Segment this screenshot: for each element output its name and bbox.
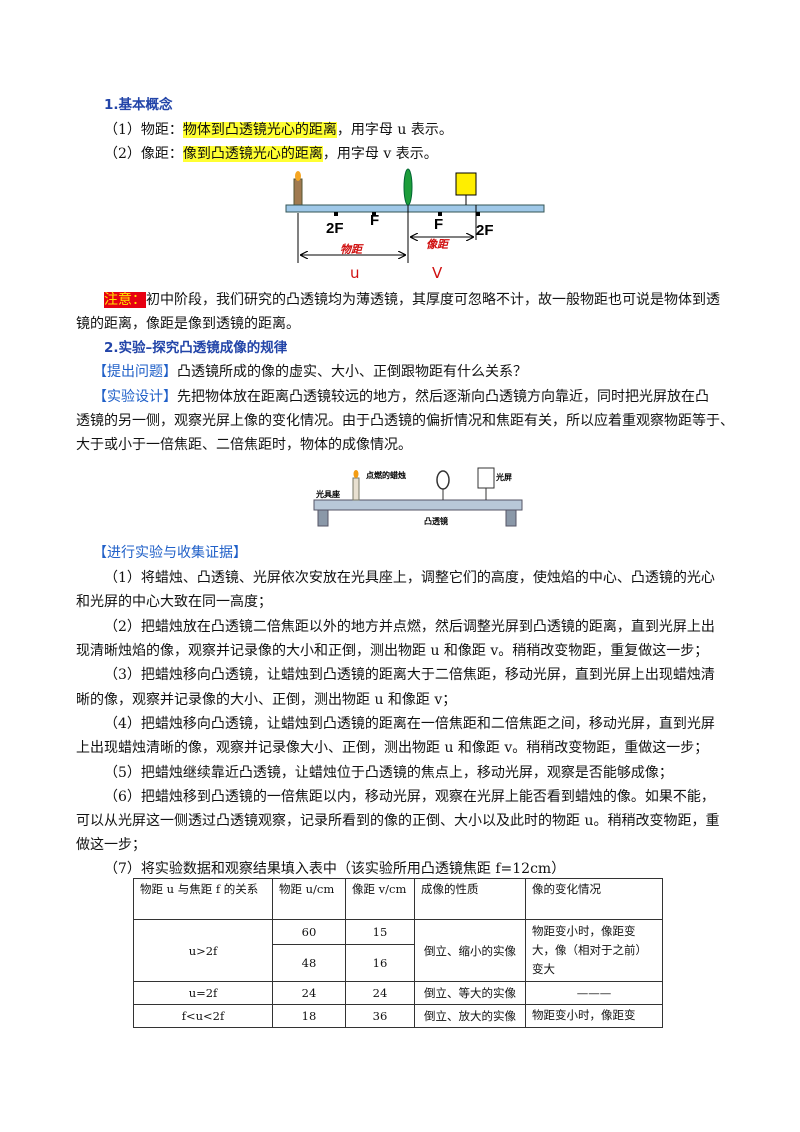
results-table: 物距 u 与焦距 f 的关系 物距 u/cm 像距 v/cm 成像的性质 像的变… <box>133 878 663 1028</box>
focal-mark <box>476 212 480 216</box>
table-cell: 物距变小时，像距变 <box>525 1004 663 1028</box>
label-f-right: F <box>434 216 443 233</box>
step-6c: 做这一步； <box>76 837 146 853</box>
note-line-2: 镜的距离，像距是像到透镜的距离。 <box>76 316 300 332</box>
u-label: u <box>350 264 360 280</box>
table-cell: u>2f <box>133 919 273 982</box>
table-cell: 36 <box>345 1004 415 1028</box>
image-distance-def: （2）像距：像到凸透镜光心的距离，用字母 v 表示。 <box>104 144 438 164</box>
table-cell: 24 <box>345 981 415 1005</box>
highlight-text: 物体到凸透镜光心的距离 <box>182 122 337 138</box>
note-tag: 注意： <box>104 292 146 308</box>
step-2b: 现清晰烛焰的像，观察并记录像的大小和正倒，测出物距 u 和像距 v。稍稍改变物距… <box>76 643 709 659</box>
table-cell: 15 <box>345 919 415 945</box>
note-line-1: 注意：初中阶段，我们研究的凸透镜均为薄透镜，其厚度可忽略不计，故一般物距也可说是… <box>104 290 720 310</box>
question-line: 【提出问题】凸透镜所成的像的虚实、大小、正倒跟物距有什么关系？ <box>93 362 527 382</box>
question-tag: 【提出问题】 <box>93 364 177 380</box>
design-tag: 【实验设计】 <box>93 389 177 405</box>
object-distance-label: 物距 <box>340 243 364 256</box>
focal-mark <box>372 212 376 216</box>
header-cell: 物距 u 与焦距 f 的关系 <box>133 878 273 920</box>
table-row: u>2f 60 15 倒立、缩小的实像 物距变小时，像距变大，像（相对于之前）变… <box>133 919 663 982</box>
v-label: V <box>432 264 443 280</box>
table-cell: f<u<2f <box>133 1004 273 1028</box>
design-text: 先把物体放在距离凸透镜较远的地方，然后逐渐向凸透镜方向靠近，同时把光屏放在凸 <box>177 389 709 405</box>
screen-icon <box>455 172 477 196</box>
header-cell: 成像的性质 <box>414 878 526 920</box>
def-suffix: ，用字母 v 表示。 <box>322 146 438 162</box>
header-cell: 像距 v/cm <box>345 878 415 920</box>
table-cell: 倒立、等大的实像 <box>414 981 526 1005</box>
table-cell: 16 <box>345 943 415 983</box>
table-cell: 倒立、放大的实像 <box>414 1004 526 1028</box>
question-text: 凸透镜所成的像的虚实、大小、正倒跟物距有什么关系？ <box>177 364 527 380</box>
step-5: （5）把蜡烛继续靠近凸透镜，让蜡烛位于凸透镜的焦点上，移动光屏，观察是否能够成像… <box>104 765 673 781</box>
bench-rail <box>313 499 523 511</box>
focal-mark <box>334 212 338 216</box>
step-3b: 晰的像，观察并记录像的大小、正倒，测出物距 u 和像距 v； <box>76 692 457 708</box>
def-prefix: （2）像距： <box>104 146 183 162</box>
highlight-text: 像到凸透镜光心的距离 <box>182 146 323 162</box>
table-cell: 24 <box>272 981 346 1005</box>
table-header-row: 物距 u 与焦距 f 的关系 物距 u/cm 像距 v/cm 成像的性质 像的变… <box>133 878 663 920</box>
screen-icon <box>477 467 495 500</box>
design-line-2: 透镜的另一侧，观察光屏上像的变化情况。由于凸透镜的偏折情况和焦距有关，所以应着重… <box>76 413 734 429</box>
step-4b: 上出现蜡烛清晰的像，观察并记录像大小、正倒，测出物距 u 和像距 v。稍稍改变物… <box>76 740 709 756</box>
lens-icon <box>436 470 450 500</box>
table-cell: 物距变小时，像距变大，像（相对于之前）变大 <box>525 919 663 982</box>
label-f-left: F <box>370 212 379 229</box>
note-text: 初中阶段，我们研究的凸透镜均为薄透镜，其厚度可忽略不计，故一般物距也可说是物体到… <box>146 292 720 308</box>
table-cell: 18 <box>272 1004 346 1028</box>
candle-label: 点燃的蜡烛 <box>366 470 406 480</box>
table-cell: 60 <box>272 919 346 945</box>
table-cell: u=2f <box>133 981 273 1005</box>
table-row: u=2f 24 24 倒立、等大的实像 ——— <box>133 981 663 1005</box>
section-heading-basic: 1.基本概念 <box>104 97 173 113</box>
step-6a: （6）把蜡烛移到凸透镜的一倍焦距以内，移动光屏，观察在光屏上能否看到蜡烛的像。如… <box>104 789 715 805</box>
apparatus-diagram: 点燃的蜡烛 光屏 光具座 凸透镜 <box>313 467 523 527</box>
design-line-1: 【实验设计】先把物体放在距离凸透镜较远的地方，然后逐渐向凸透镜方向靠近，同时把光… <box>93 387 709 407</box>
lens-icon <box>403 168 413 206</box>
candle-icon <box>293 171 303 206</box>
candle-icon <box>352 470 360 501</box>
bench-label: 光具座 <box>315 489 340 499</box>
step-1a: （1）将蜡烛、凸透镜、光屏依次安放在光具座上，调整它们的高度，使烛焰的中心、凸透… <box>104 570 715 586</box>
image-distance-label: 像距 <box>426 238 450 251</box>
label-2f-right: 2F <box>476 222 494 239</box>
procedure-tag: 【进行实验与收集证据】 <box>93 545 247 561</box>
lens-label: 凸透镜 <box>424 516 448 526</box>
table-cell: ——— <box>525 981 663 1005</box>
step-2a: （2）把蜡烛放在凸透镜二倍焦距以外的地方并点燃，然后调整光屏到凸透镜的距离，直到… <box>104 619 715 635</box>
table-cell: 倒立、缩小的实像 <box>414 919 526 982</box>
step-6b: 可以从光屏这一侧透过凸透镜观察，记录所看到的像的正倒、大小以及此时的物距 u。稍… <box>76 813 720 829</box>
object-distance-def: （1）物距：物体到凸透镜光心的距离，用字母 u 表示。 <box>104 120 453 140</box>
header-cell: 像的变化情况 <box>525 878 663 920</box>
def-suffix: ，用字母 u 表示。 <box>336 122 453 138</box>
table-row: 48 16 <box>134 943 663 983</box>
step-3a: （3）把蜡烛移向凸透镜，让蜡烛到凸透镜的距离大于二倍焦距，移动光屏，直到光屏上出… <box>104 667 715 683</box>
def-prefix: （1）物距： <box>104 122 183 138</box>
optical-bench <box>285 204 545 213</box>
header-cell: 物距 u/cm <box>272 878 346 920</box>
focal-mark <box>438 212 442 216</box>
step-4a: （4）把蜡烛移向凸透镜，让蜡烛到凸透镜的距离在一倍焦距和二倍焦距之间，移动光屏，… <box>104 716 715 732</box>
table-row: f<u<2f 18 36 倒立、放大的实像 物距变小时，像距变 <box>133 1004 663 1028</box>
screen-label: 光屏 <box>495 472 512 482</box>
step-1b: 和光屏的中心大致在同一高度； <box>76 594 272 610</box>
distance-diagram: 2F F F 2F 物距 u 像距 V <box>285 168 545 280</box>
step-7: （7）将实验数据和观察结果填入表中（该实验所用凸透镜焦距 f=12cm） <box>104 861 566 877</box>
design-line-3: 大于或小于一倍焦距、二倍焦距时，物体的成像情况。 <box>76 437 412 453</box>
section-heading-experiment: 2.实验–探究凸透镜成像的规律 <box>104 340 288 356</box>
label-2f-left: 2F <box>326 220 344 237</box>
table-cell: 48 <box>272 943 346 983</box>
